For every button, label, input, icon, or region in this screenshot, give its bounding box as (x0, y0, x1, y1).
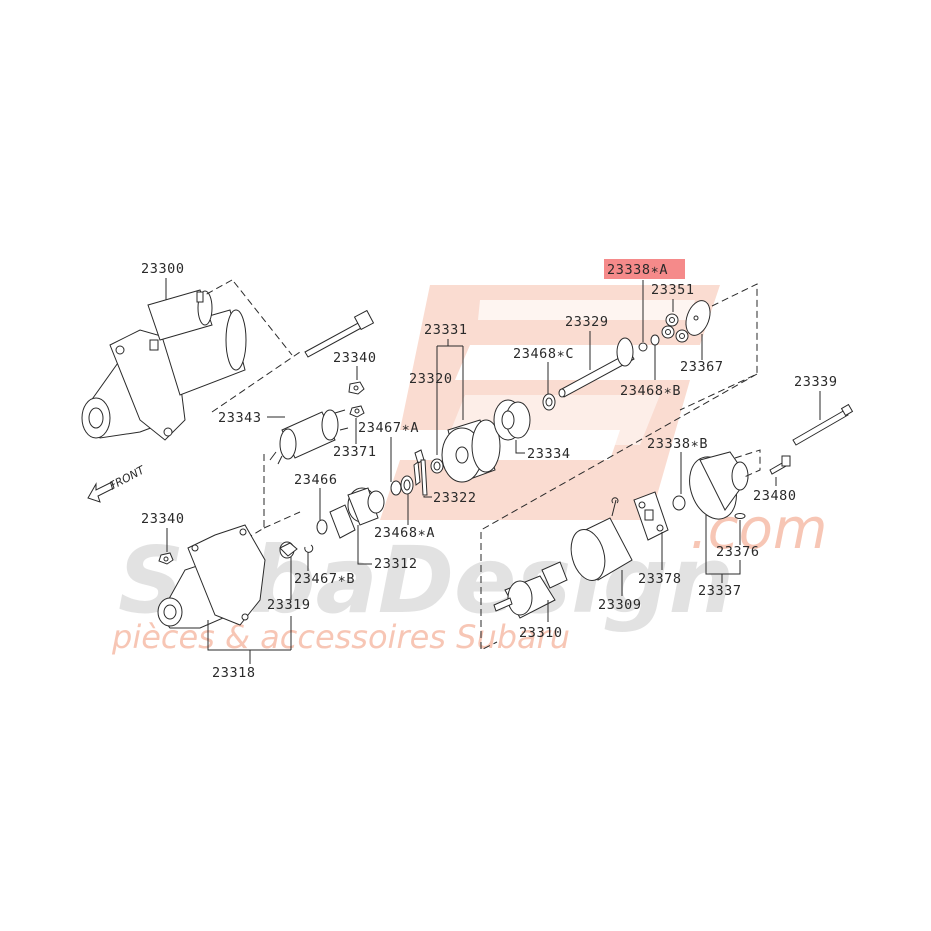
washer-23468B[interactable] (650, 334, 660, 346)
gear-case-23331[interactable] (441, 419, 501, 483)
front-arrow-icon (87, 481, 115, 503)
part-label-23367[interactable]: 23367 (680, 359, 724, 375)
part-label-23351[interactable]: 23351 (651, 282, 695, 298)
part-label-23338B[interactable]: 23338∗B (647, 436, 708, 452)
bushing-23338B[interactable] (672, 495, 686, 511)
part-label-23467A[interactable]: 23467∗A (358, 420, 419, 436)
part-label-23340-bottom[interactable]: 23340 (141, 511, 185, 527)
part-label-23309[interactable]: 23309 (598, 597, 642, 613)
part-label-23340-top[interactable]: 23340 (333, 350, 377, 366)
ring-23466[interactable] (316, 519, 328, 535)
plate-23367[interactable] (682, 297, 715, 338)
part-label-23319[interactable]: 23319 (267, 597, 311, 613)
part-label-23371[interactable]: 23371 (333, 444, 377, 460)
part-label-23310[interactable]: 23310 (519, 625, 563, 641)
washer-23468C[interactable] (542, 393, 556, 411)
part-label-23337[interactable]: 23337 (698, 583, 742, 599)
bushing-23338A[interactable] (638, 342, 648, 352)
part-label-23300[interactable]: 23300 (141, 261, 185, 277)
washer-23371[interactable] (349, 405, 365, 418)
part-label-23320[interactable]: 23320 (409, 371, 453, 387)
snap-ring-23467B[interactable] (304, 544, 314, 553)
washer-23467A[interactable] (390, 480, 402, 496)
front-label: FRONT (107, 463, 147, 493)
nut-23340-bottom[interactable] (158, 552, 174, 565)
part-label-23468C[interactable]: 23468∗C (513, 346, 574, 362)
bushing-23320[interactable] (430, 458, 444, 474)
part-label-23318[interactable]: 23318 (212, 665, 256, 681)
solenoid-23343[interactable] (269, 409, 349, 465)
part-label-23376[interactable]: 23376 (716, 544, 760, 560)
end-cover-23337[interactable] (681, 450, 749, 525)
part-label-23331[interactable]: 23331 (424, 322, 468, 338)
part-label-23466[interactable]: 23466 (294, 472, 338, 488)
stud-bolt[interactable] (304, 309, 375, 358)
starter-assembly[interactable] (81, 289, 247, 441)
part-label-23467B[interactable]: 23467∗B (294, 571, 355, 587)
lever-23322[interactable] (413, 449, 428, 496)
bushing-23319[interactable] (279, 541, 298, 559)
highlight-box (604, 259, 685, 279)
part-label-23480[interactable]: 23480 (753, 488, 797, 504)
part-label-23322[interactable]: 23322 (433, 490, 477, 506)
part-label-23312[interactable]: 23312 (374, 556, 418, 572)
planet-carrier-23334[interactable] (493, 399, 531, 441)
part-label-23468B[interactable]: 23468∗B (620, 383, 681, 399)
part-label-23334[interactable]: 23334 (527, 446, 571, 462)
front-housing-23318[interactable] (157, 524, 266, 629)
front-direction-indicator: FRONT (87, 463, 148, 503)
pinion-23312[interactable] (329, 487, 385, 539)
screw-23480[interactable] (769, 455, 791, 475)
yoke-23309[interactable] (566, 497, 633, 584)
clip-23376[interactable] (734, 513, 746, 519)
washer-23468A[interactable] (400, 475, 414, 495)
part-label-23339[interactable]: 23339 (794, 374, 838, 390)
brush-holder-23378[interactable] (633, 491, 669, 541)
part-label-23338A[interactable]: 23338∗A (607, 262, 668, 278)
shaft-23329[interactable] (558, 337, 635, 398)
part-label-23329[interactable]: 23329 (565, 314, 609, 330)
part-label-23378[interactable]: 23378 (638, 571, 682, 587)
part-label-23343[interactable]: 23343 (218, 410, 262, 426)
nut-23340-top[interactable] (348, 381, 365, 395)
nut-23351[interactable] (661, 313, 689, 343)
part-label-23468A[interactable]: 23468∗A (374, 525, 435, 541)
through-bolt-23339[interactable] (792, 403, 854, 446)
armature-23310[interactable] (493, 561, 568, 619)
